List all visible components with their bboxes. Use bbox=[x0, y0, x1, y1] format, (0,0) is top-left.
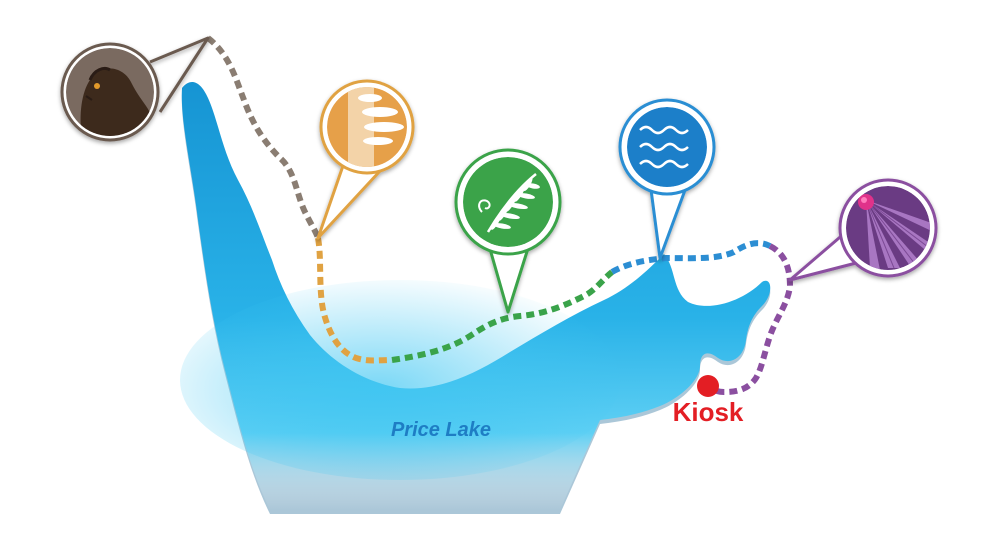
fern-marker-pointer bbox=[486, 241, 532, 314]
bracket-fungus-marker[interactable] bbox=[316, 79, 415, 240]
lake-label: Price Lake bbox=[391, 419, 491, 441]
trail-segment-orange bbox=[315, 237, 393, 364]
trail-segment-blue bbox=[610, 240, 772, 275]
trail-segment-gray bbox=[206, 35, 321, 240]
kiosk[interactable]: Kiosk bbox=[673, 375, 744, 427]
fern-marker[interactable] bbox=[454, 148, 562, 314]
price-lake bbox=[180, 82, 771, 514]
fern-icon bbox=[463, 157, 553, 247]
flower-icon bbox=[846, 186, 930, 270]
bracket-fungus-icon bbox=[327, 87, 407, 167]
water-waves-icon bbox=[627, 107, 707, 187]
lake-highlight bbox=[180, 280, 620, 480]
trail-segment-green bbox=[391, 269, 614, 363]
water-marker-pointer bbox=[648, 181, 690, 260]
water-marker[interactable] bbox=[618, 98, 716, 260]
trail bbox=[206, 35, 794, 396]
kiosk-label: Kiosk bbox=[673, 397, 744, 427]
flower-marker[interactable] bbox=[788, 178, 940, 282]
beaver-marker-pointer bbox=[149, 36, 210, 113]
bracket-fungus-marker-pointer bbox=[316, 156, 394, 240]
trail-segment-purple bbox=[703, 243, 794, 396]
beaver-marker[interactable] bbox=[60, 36, 210, 142]
kiosk-dot bbox=[697, 375, 719, 397]
beaver-icon bbox=[66, 48, 154, 136]
